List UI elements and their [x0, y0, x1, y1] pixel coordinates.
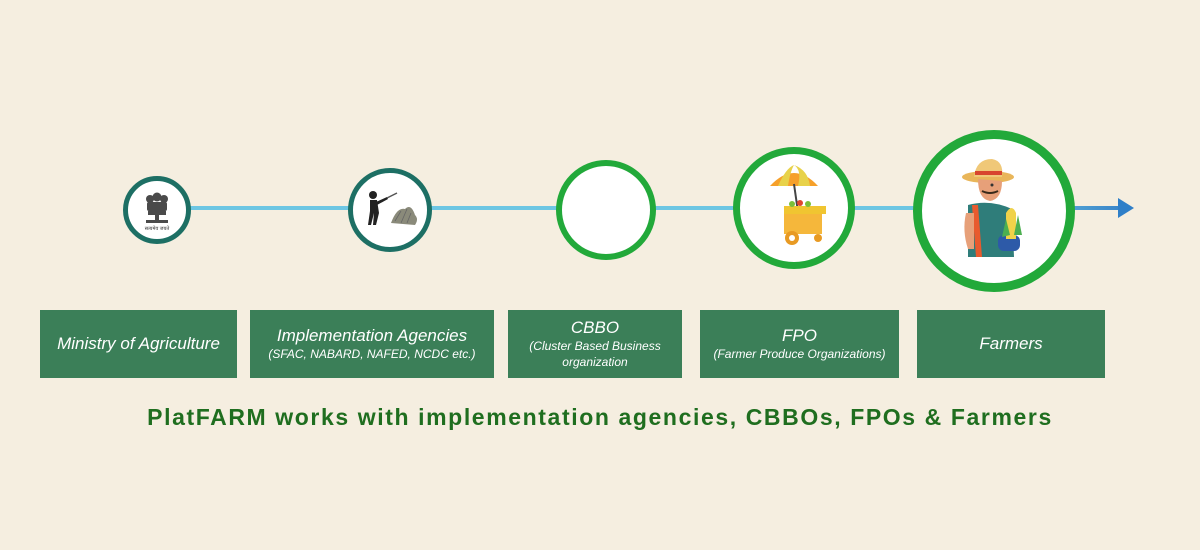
stage-sublabel: (SFAC, NABARD, NAFED, NCDC etc.)	[268, 347, 476, 361]
stage-label: Ministry of Agriculture	[57, 334, 220, 353]
national-emblem-icon: सत्यमेव जयते	[145, 192, 170, 232]
stage-box-implementation-agencies: Implementation Agencies (SFAC, NABARD, N…	[250, 310, 494, 378]
diagram-caption: PlatFARM works with implementation agenc…	[147, 404, 1053, 430]
stage-label: Farmers	[979, 334, 1043, 353]
cbbo-node	[556, 160, 656, 260]
agencies-node	[348, 168, 432, 252]
flow-arrow-head-icon	[1118, 198, 1134, 218]
ministry-node: सत्यमेव जयते	[123, 176, 191, 244]
farmers-node	[913, 130, 1075, 292]
stage-box-cbbo: CBBO (Cluster Based Business organizatio…	[508, 310, 682, 378]
stage-label: Implementation Agencies	[276, 326, 468, 345]
produce-cart-umbrella-icon	[770, 165, 826, 245]
stage-box-farmers: Farmers	[917, 310, 1105, 378]
stage-label: CBBO	[570, 318, 620, 337]
stage-sublabel: (Farmer Produce Organizations)	[713, 347, 886, 361]
stage-label: FPO	[782, 326, 817, 345]
emblem-caption: सत्यमेव जयते	[145, 225, 170, 232]
stage-box-ministry: Ministry of Agriculture	[40, 310, 237, 378]
fpo-node	[733, 147, 855, 269]
stage-sublabel: (Cluster Based Business organization	[529, 339, 661, 369]
farmer-threshing-icon	[368, 191, 417, 225]
farmer-with-corn-icon	[962, 159, 1022, 257]
stage-box-fpo: FPO (Farmer Produce Organizations)	[700, 310, 899, 378]
